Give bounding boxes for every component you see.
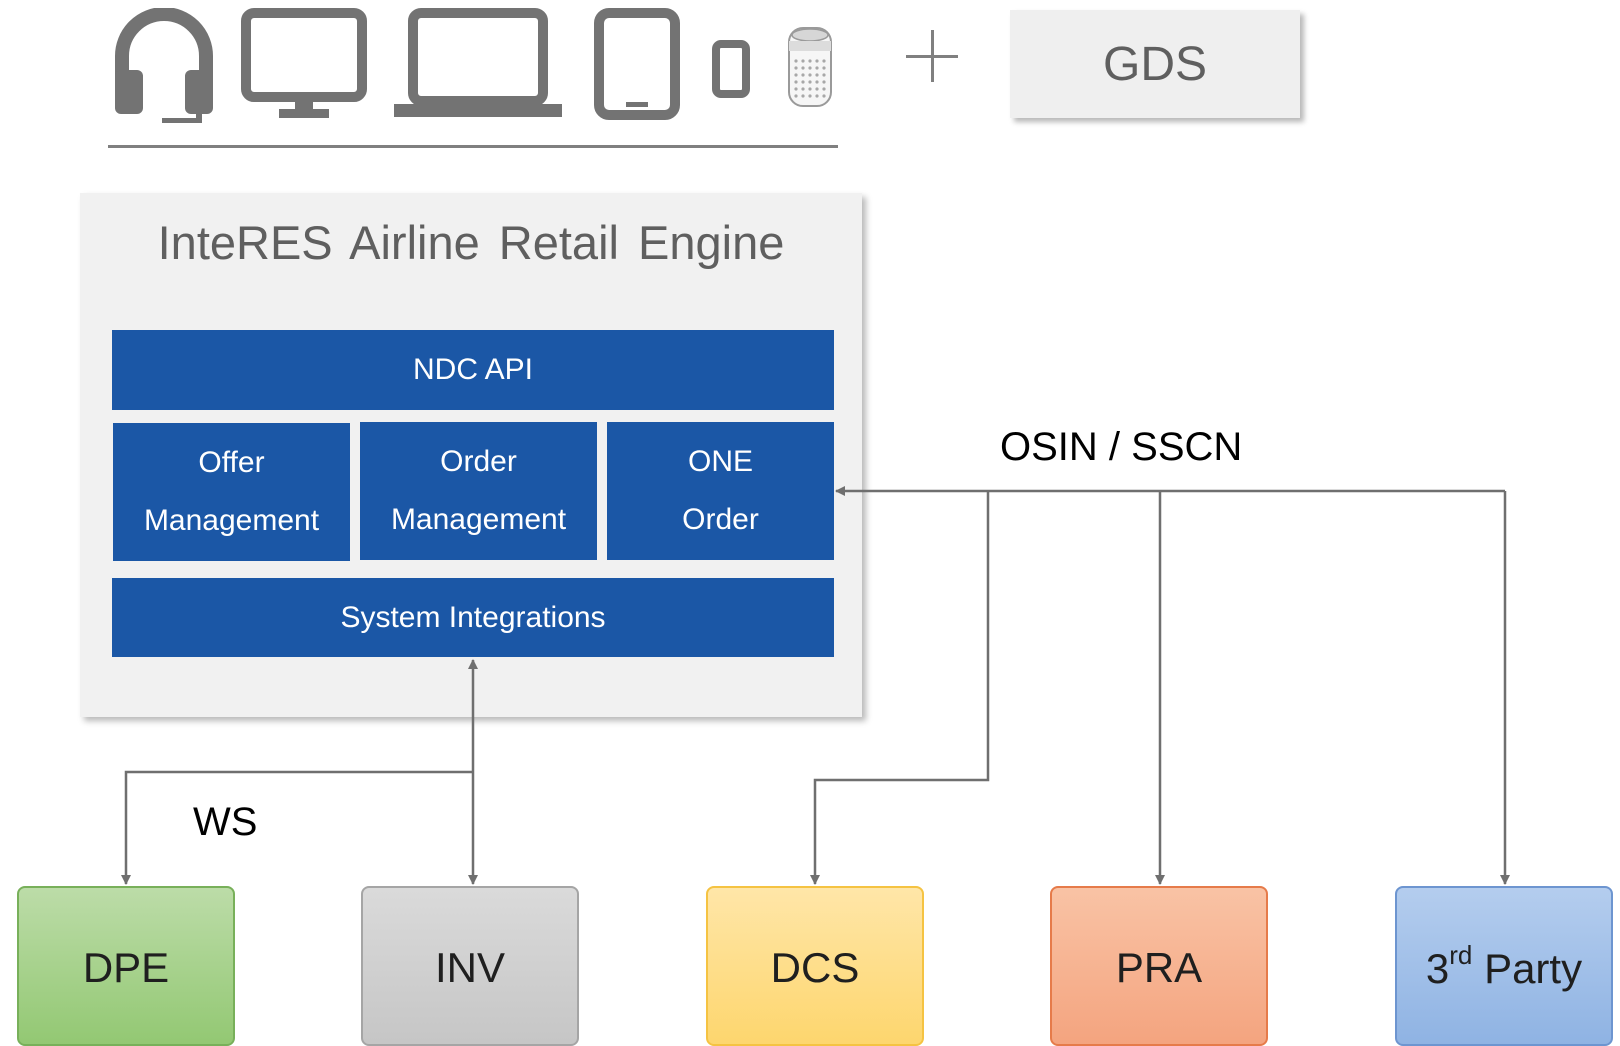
tablet-icon xyxy=(594,8,680,120)
dpe-box: DPE xyxy=(17,886,235,1046)
ws-label: WS xyxy=(193,800,258,844)
ndc-api-block: NDC API xyxy=(112,330,834,410)
desktop-monitor-icon xyxy=(241,8,367,118)
gds-box: GDS xyxy=(1010,10,1300,118)
third-party-ordinal: rd xyxy=(1449,940,1473,970)
headset-icon xyxy=(115,8,213,123)
osin-sscn-label: OSIN / SSCN xyxy=(1000,425,1243,469)
dpe-label: DPE xyxy=(82,944,170,991)
third-party-word: Party xyxy=(1484,945,1583,992)
third-party-box: 3rd Party xyxy=(1395,886,1613,1046)
order-management-line2: Management xyxy=(390,503,567,536)
third-party-label: 3rd Party xyxy=(1425,940,1583,993)
dcs-box: DCS xyxy=(706,886,924,1046)
offer-management-block: Offer Management xyxy=(113,423,350,561)
smartphone-icon xyxy=(712,40,750,98)
order-management-block: Order Management xyxy=(360,422,597,560)
dcs-label: DCS xyxy=(770,944,860,991)
inv-label: INV xyxy=(434,944,505,991)
third-party-number: 3 xyxy=(1425,945,1450,992)
devices-divider xyxy=(108,145,838,148)
one-order-line1: ONE xyxy=(687,445,753,478)
pra-label: PRA xyxy=(1115,944,1203,991)
order-management-line1: Order xyxy=(440,445,517,478)
dcs-link xyxy=(810,491,990,885)
pra-box: PRA xyxy=(1050,886,1268,1046)
system-integrations-label: System Integrations xyxy=(340,600,606,634)
ndc-api-label: NDC API xyxy=(412,353,534,386)
engine-title: InteRES Airline Retail Engine xyxy=(157,216,785,269)
smart-speaker-icon xyxy=(788,27,832,107)
system-integrations-block: System Integrations xyxy=(112,578,834,657)
dpe-link xyxy=(121,770,473,885)
offer-management-line1: Offer xyxy=(198,446,265,479)
laptop-icon xyxy=(394,8,562,117)
one-order-block: ONE Order xyxy=(607,422,834,560)
plus-icon xyxy=(906,30,958,82)
offer-management-line2: Management xyxy=(143,504,320,537)
inv-box: INV xyxy=(361,886,579,1046)
one-order-line2: Order xyxy=(682,503,759,536)
